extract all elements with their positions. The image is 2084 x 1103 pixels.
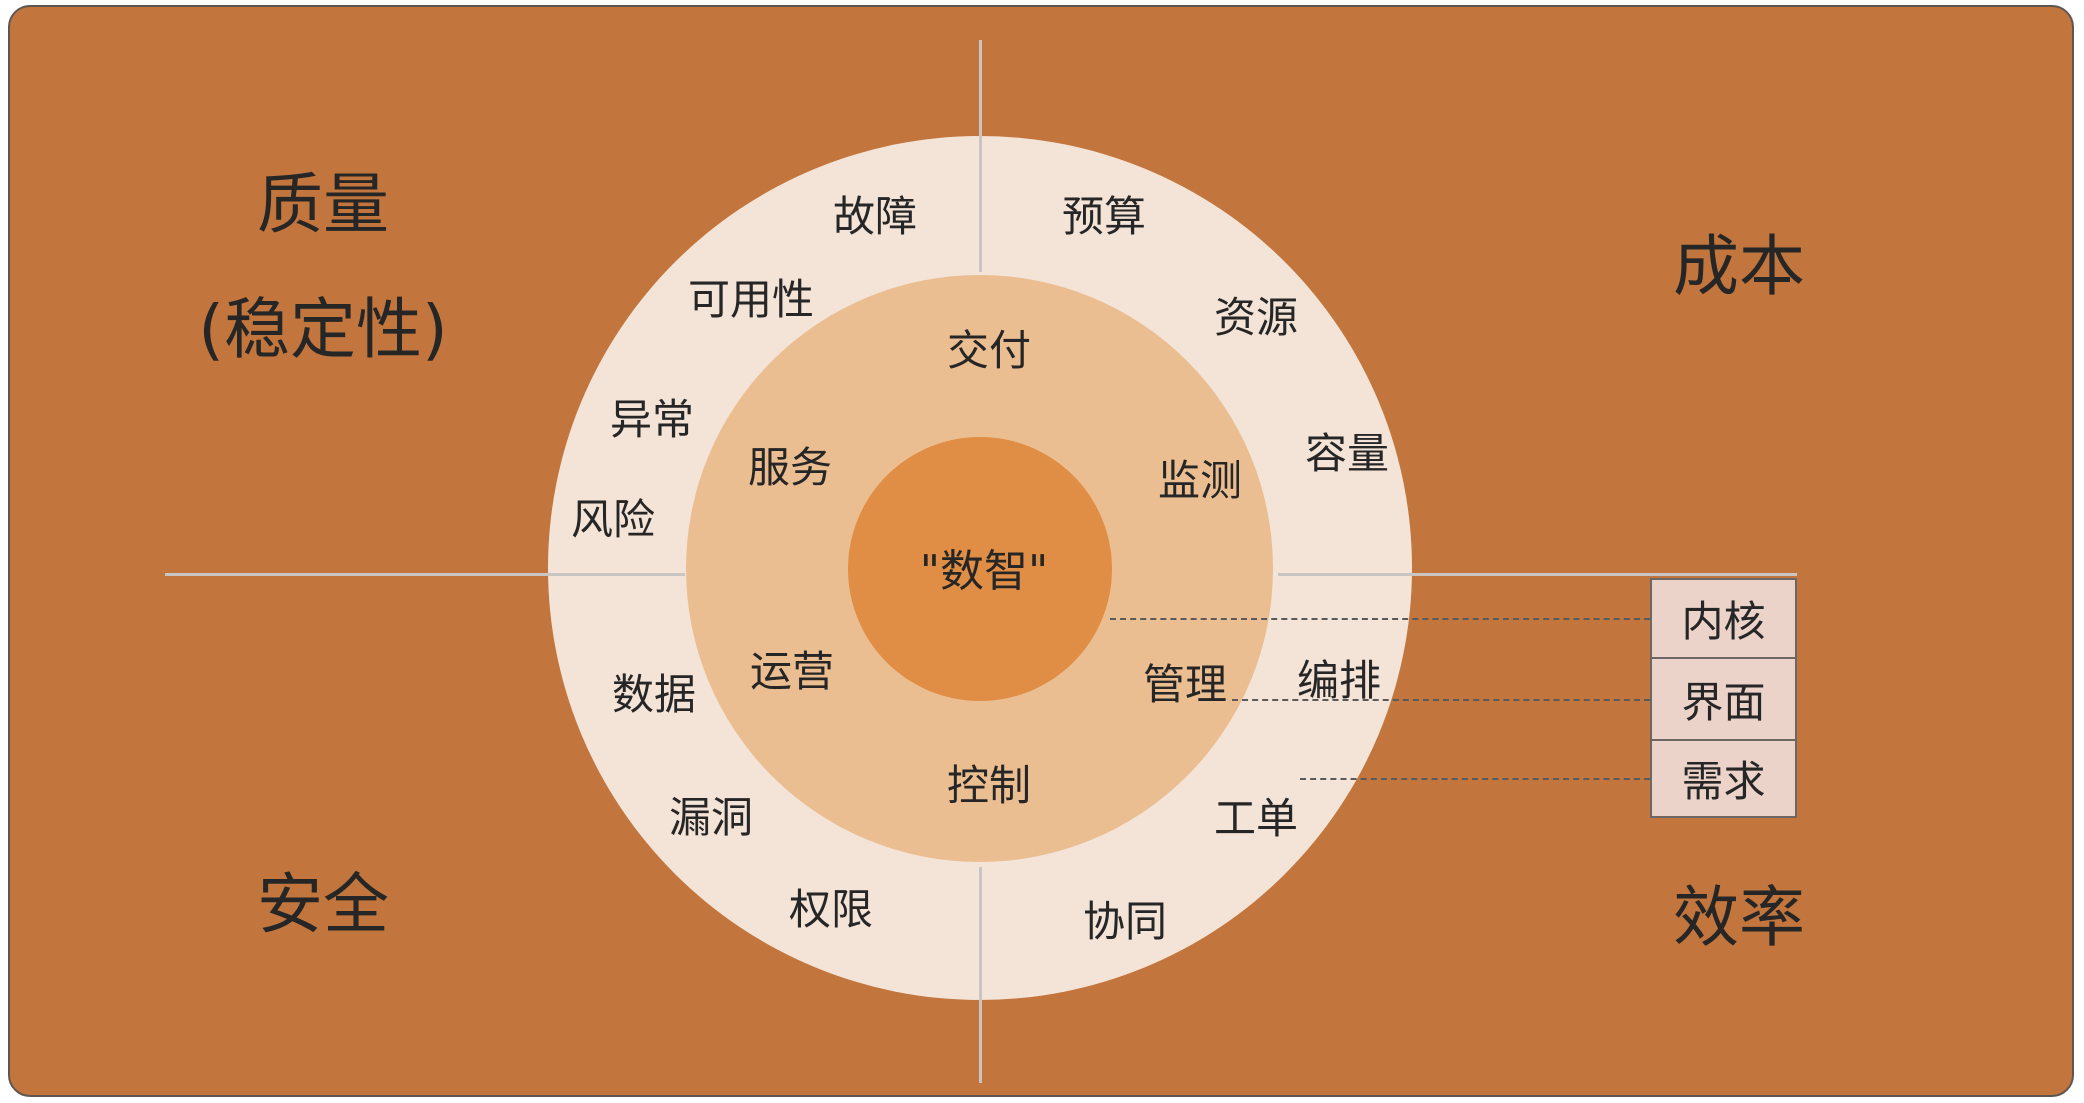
axis-line-top (979, 40, 982, 272)
outer-ring-label-orchestration: 编排 (1296, 656, 1382, 705)
outer-ring-label-data: 数据 (611, 670, 697, 719)
outer-ring-label-capacity: 容量 (1304, 429, 1390, 478)
side-box-label: 界面 (1681, 677, 1766, 727)
outer-ring-label-vulnerability: 漏洞 (668, 793, 754, 842)
middle-ring-label-service: 服务 (747, 443, 833, 492)
side-box-kernel: 内核 (1650, 578, 1797, 660)
connector-interface (1232, 699, 1650, 701)
outer-ring-label-resource: 资源 (1213, 293, 1299, 342)
connector-requirements (1300, 778, 1650, 780)
outer-ring-label-ticket: 工单 (1213, 794, 1299, 843)
middle-ring-label-monitoring: 监测 (1157, 456, 1243, 505)
middle-ring-label-operations: 运营 (749, 647, 835, 696)
core-circle (848, 437, 1112, 701)
middle-ring-label-management: 管理 (1142, 660, 1228, 709)
outer-ring-label-anomaly: 异常 (609, 395, 695, 444)
middle-ring-label-delivery: 交付 (946, 326, 1032, 375)
side-box-interface: 界面 (1650, 659, 1797, 741)
outer-ring-label-availability: 可用性 (687, 275, 815, 324)
outer-ring-label-risk: 风险 (570, 495, 656, 544)
quadrant-security-label: 安全 (257, 866, 389, 943)
middle-ring-label-control: 控制 (946, 761, 1032, 810)
core-label: "数智" (919, 546, 1049, 597)
outer-ring-label-fault: 故障 (832, 192, 918, 241)
outer-ring-label-budget: 预算 (1061, 192, 1147, 241)
quadrant-efficiency-label: 效率 (1673, 879, 1805, 956)
quadrant-cost-label: 成本 (1673, 228, 1805, 305)
axis-line-right (1278, 573, 1797, 576)
axis-line-left (165, 573, 685, 576)
connector-kernel (1110, 618, 1650, 620)
side-box-label: 需求 (1681, 757, 1766, 806)
outer-ring-label-permission: 权限 (788, 885, 874, 934)
side-box-requirements: 需求 (1650, 739, 1797, 818)
outer-ring-label-collaboration: 协同 (1082, 897, 1168, 946)
axis-line-bottom (979, 867, 982, 1083)
quadrant-quality-label: 质量 (257, 166, 389, 243)
side-box-label: 内核 (1681, 597, 1766, 646)
quadrant-quality-sublabel: (稳定性) (198, 291, 448, 368)
